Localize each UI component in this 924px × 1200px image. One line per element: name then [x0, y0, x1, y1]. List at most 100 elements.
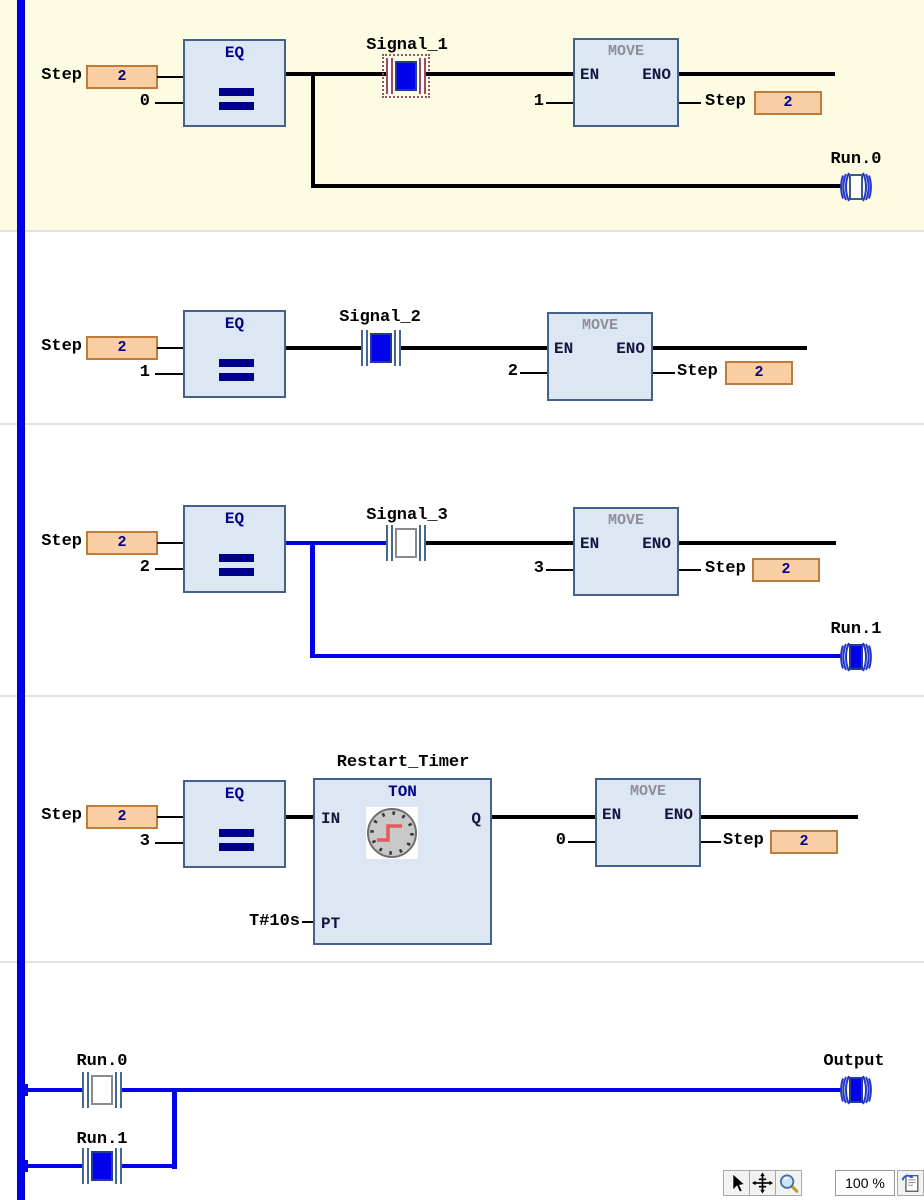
out-value-box[interactable]: 2 [770, 830, 838, 854]
pin-eno: ENO [664, 806, 693, 824]
contact-state-box [91, 1151, 113, 1181]
contact-bar-icon [386, 58, 393, 94]
eq-block[interactable]: EQ [183, 780, 286, 868]
move-block[interactable]: MOVE EN ENO [573, 507, 679, 596]
var-value-box[interactable]: 2 [86, 805, 158, 829]
pin-en: EN [580, 66, 600, 84]
wire-pin [679, 569, 701, 571]
contact-run1[interactable] [82, 1148, 122, 1184]
move-block[interactable]: MOVE EN ENO [595, 778, 701, 867]
move-input-value: 3 [533, 559, 544, 578]
wire-h [286, 72, 386, 76]
out-value-box[interactable]: 2 [725, 361, 793, 385]
contact-bar-icon [394, 330, 401, 366]
ton-block[interactable]: TON IN Q PT [313, 778, 492, 945]
pin-q: Q [471, 810, 481, 828]
pan-move-icon [751, 1172, 774, 1194]
coil-output[interactable] [839, 1073, 873, 1107]
rail-connection-nub [24, 1084, 28, 1096]
contact-bar-icon [386, 525, 393, 561]
wire-pin [568, 841, 595, 843]
wire-v [311, 72, 315, 188]
equals-symbol [219, 568, 254, 576]
network-separator [0, 961, 924, 963]
network-1-highlight [0, 0, 924, 230]
move-input-value: 0 [555, 831, 566, 850]
pin-pt: PT [321, 915, 341, 933]
out-var-label: Step [705, 559, 746, 578]
out-value-box[interactable]: 2 [752, 558, 820, 582]
wire-h-true [310, 654, 841, 658]
out-var-label: Step [723, 831, 764, 850]
cmp-value: 0 [139, 92, 150, 111]
wire-v-true [172, 1088, 177, 1169]
wire-h-true [122, 1088, 841, 1092]
move-block[interactable]: MOVE EN ENO [547, 312, 653, 401]
move-block-title: MOVE [629, 783, 666, 800]
equals-symbol [219, 554, 254, 562]
move-input-value: 1 [533, 92, 544, 111]
wire-h [679, 541, 836, 545]
zoom-to-fit-button[interactable] [897, 1170, 924, 1196]
coil-label: Run.0 [830, 150, 882, 169]
var-value-box[interactable]: 2 [86, 336, 158, 360]
wire-pin [157, 347, 183, 349]
move-block[interactable]: MOVE EN ENO [573, 38, 679, 127]
cursor-arrow-icon [732, 1172, 746, 1193]
power-rail [17, 0, 25, 1200]
coil-icon [840, 642, 872, 672]
zoom-level-box[interactable]: 100 % [835, 1170, 895, 1196]
wire-h-true [122, 1164, 177, 1168]
wire-pin [302, 921, 313, 923]
contact-label: Signal_2 [339, 308, 421, 327]
coil-icon [840, 1075, 872, 1105]
pin-eno: ENO [642, 66, 671, 84]
select-cursor-button[interactable] [723, 1170, 750, 1196]
pin-en: EN [580, 535, 600, 553]
contact-signal-2[interactable] [361, 330, 401, 366]
var-value-box[interactable]: 2 [86, 531, 158, 555]
contact-run0[interactable] [82, 1072, 122, 1108]
pan-button[interactable] [749, 1170, 776, 1196]
pin-en: EN [602, 806, 622, 824]
network-separator [0, 695, 924, 697]
wire-v-true [310, 541, 315, 658]
equals-symbol [219, 829, 254, 837]
contact-state-box [395, 528, 417, 558]
pin-in: IN [321, 810, 341, 828]
eq-block-title: EQ [224, 44, 245, 62]
eq-block[interactable]: EQ [183, 39, 286, 127]
coil-run1[interactable] [839, 640, 873, 674]
pin-eno: ENO [616, 340, 645, 358]
pt-value: T#10s [248, 912, 300, 931]
wire-pin [701, 841, 721, 843]
out-value-box[interactable]: 2 [754, 91, 822, 115]
wire-h [311, 184, 841, 188]
contact-bar-icon [419, 525, 426, 561]
contact-bar-icon [82, 1148, 89, 1184]
move-input-value: 2 [507, 362, 518, 381]
wire-pin [520, 372, 547, 374]
timer-clock-icon [366, 807, 418, 859]
var-value-box[interactable]: 2 [86, 65, 158, 89]
wire-h [701, 815, 858, 819]
contact-state-box [91, 1075, 113, 1105]
wire-pin [653, 372, 675, 374]
rail-connection-nub [24, 1160, 28, 1172]
wire-h [286, 346, 361, 350]
zoom-tool-button[interactable] [775, 1170, 802, 1196]
wire-h [492, 815, 595, 819]
contact-signal-3[interactable] [386, 525, 426, 561]
coil-run0[interactable] [839, 170, 873, 204]
eq-block[interactable]: EQ [183, 505, 286, 593]
contact-state-box [370, 333, 392, 363]
cmp-value: 2 [139, 558, 150, 577]
eq-block[interactable]: EQ [183, 310, 286, 398]
out-var-label: Step [677, 362, 718, 381]
contact-label: Run.0 [76, 1052, 128, 1071]
equals-symbol [219, 373, 254, 381]
contact-signal-1[interactable] [382, 54, 430, 98]
wire-h [679, 72, 835, 76]
wire-h [426, 541, 573, 545]
coil-label: Output [823, 1052, 885, 1071]
